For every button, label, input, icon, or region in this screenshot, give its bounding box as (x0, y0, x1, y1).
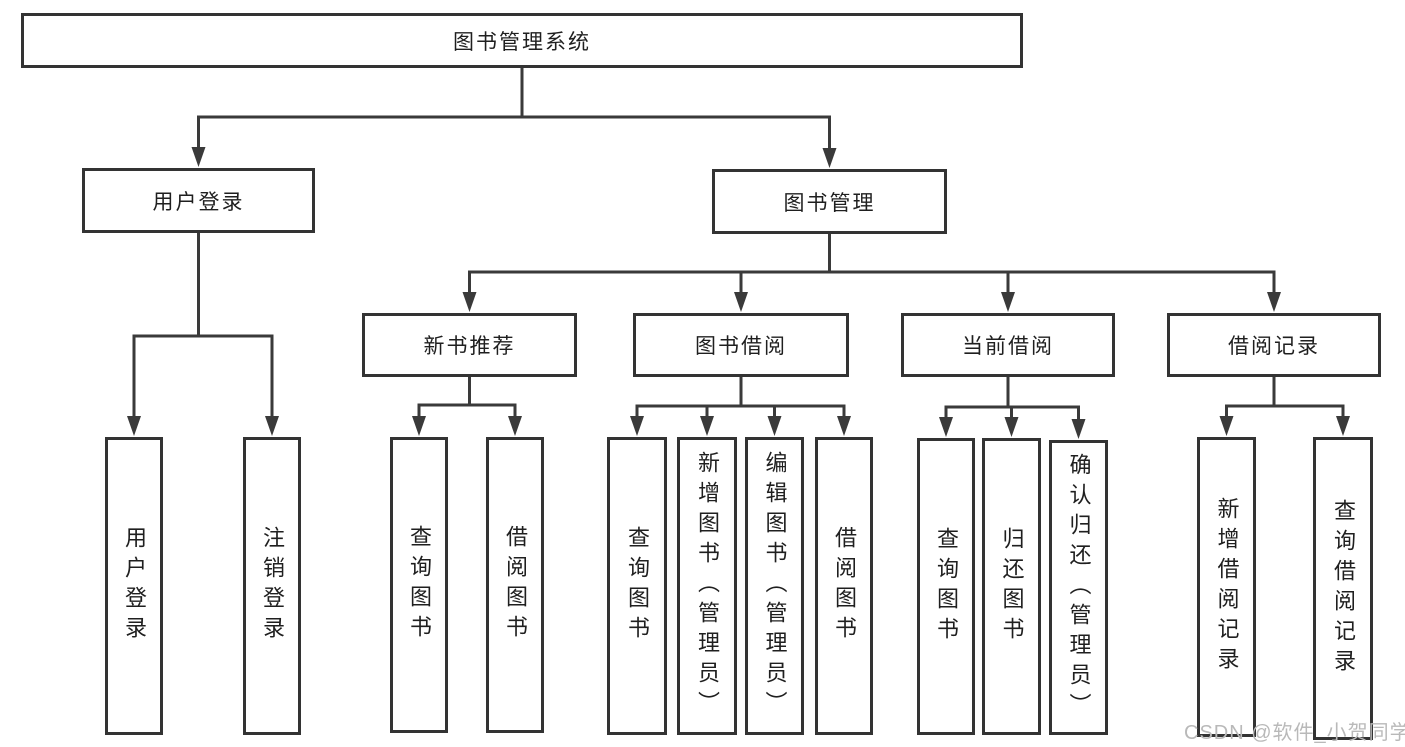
arrowhead (734, 292, 748, 312)
box-leaf-query-book-2: 查询图书 (607, 437, 667, 735)
arrowhead (508, 416, 522, 436)
arrowhead (265, 416, 279, 436)
box-label: 借阅图书 (832, 526, 857, 646)
box-label: 新增图书（管理员） (695, 451, 720, 721)
box-leaf-borrow-book-2: 借阅图书 (815, 437, 873, 735)
box-leaf-add-record: 新增借阅记录 (1197, 437, 1256, 737)
box-new-book-rec: 新书推荐 (362, 313, 577, 377)
arrowhead (837, 416, 851, 436)
box-leaf-confirm-return: 确认归还（管理员） (1049, 440, 1108, 735)
arrowhead (462, 292, 477, 312)
arrowhead (939, 417, 953, 437)
arrowhead (127, 416, 141, 436)
arrowhead (1267, 292, 1281, 312)
arrowhead (822, 148, 837, 168)
box-leaf-query-book-3: 查询图书 (917, 438, 975, 735)
box-label: 归还图书 (999, 526, 1025, 647)
box-leaf-return-book: 归还图书 (982, 438, 1041, 735)
box-leaf-add-book: 新增图书（管理员） (677, 437, 737, 735)
arrowhead (1219, 416, 1234, 436)
csdn-watermark: CSDN @软件_小贺同学 (1184, 722, 1405, 744)
box-leaf-borrow-book-1: 借阅图书 (486, 437, 544, 733)
box-label: 确认归还（管理员） (1066, 452, 1092, 723)
box-book-borrow: 图书借阅 (633, 313, 849, 377)
box-leaf-query-record: 查询借阅记录 (1313, 437, 1373, 740)
box-leaf-edit-book: 编辑图书（管理员） (745, 437, 804, 735)
box-label: 注销登录 (260, 526, 285, 646)
box-label: 用户登录 (152, 190, 245, 214)
box-label: 图书借阅 (695, 335, 787, 358)
box-label: 查询图书 (934, 526, 959, 647)
box-label: 图书管理 (783, 191, 876, 215)
box-label: 查询图书 (407, 525, 432, 645)
box-label: 新书推荐 (423, 335, 516, 358)
box-leaf-logout: 注销登录 (243, 437, 301, 735)
arrowhead (1004, 417, 1019, 437)
box-label: 用户登录 (122, 526, 147, 646)
box-leaf-query-book-1: 查询图书 (390, 437, 448, 733)
arrowhead (767, 416, 782, 436)
box-book-mgmt: 图书管理 (712, 169, 947, 234)
box-label: 当前借阅 (962, 335, 1054, 358)
box-label: 图书管理系统 (453, 30, 591, 54)
box-label: 查询图书 (625, 526, 650, 646)
box-borrow-records: 借阅记录 (1167, 313, 1381, 377)
arrowhead (191, 147, 206, 167)
box-current-borrow: 当前借阅 (901, 313, 1115, 377)
box-label: 借阅记录 (1228, 335, 1320, 358)
box-leaf-user-login: 用户登录 (105, 437, 163, 735)
box-root: 图书管理系统 (21, 13, 1023, 68)
arrowhead (1001, 292, 1015, 312)
box-label: 编辑图书（管理员） (762, 451, 788, 721)
box-user-login: 用户登录 (82, 168, 315, 233)
arrowhead (412, 416, 426, 436)
arrowhead (1071, 419, 1086, 439)
box-label: 查询借阅记录 (1331, 498, 1356, 679)
box-label: 借阅图书 (503, 525, 528, 645)
arrowhead (700, 416, 714, 436)
arrowhead (630, 416, 644, 436)
arrowhead (1336, 416, 1350, 436)
box-label: 新增借阅记录 (1214, 497, 1240, 677)
